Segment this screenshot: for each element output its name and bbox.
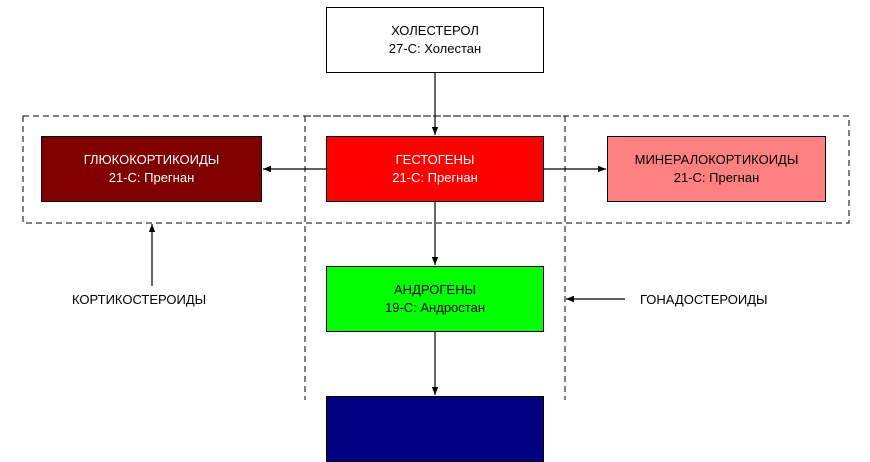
label-corticosteroids: КОРТИКОСТЕРОИДЫ — [72, 292, 207, 307]
node-cholesterol-name: ХОЛЕСТЕРОЛ — [391, 23, 479, 38]
node-gestagens: ГЕСТОГЕНЫ 21-С: Прегнан — [326, 136, 544, 202]
node-androgens-sub: 19-С: Андростан — [384, 300, 485, 315]
steroid-hierarchy-diagram: ХОЛЕСТЕРОЛ 27-С: Холестан ГЕСТОГЕНЫ 21-С… — [22, 7, 850, 462]
node-androgens-name: АНДРОГЕНЫ — [394, 282, 476, 297]
node-cholesterol-sub: 27-С: Холестан — [388, 41, 482, 56]
node-gestagens-name: ГЕСТОГЕНЫ — [395, 152, 475, 167]
node-mineralocorticoids: МИНЕРАЛОКОРТИКОИДЫ 21-С: Прегнан — [607, 136, 826, 202]
node-androgens: АНДРОГЕНЫ 19-С: Андростан — [326, 266, 544, 332]
node-glucocorticoids-name: ГЛЮКОКОРТИКОИДЫ — [83, 152, 220, 167]
node-mineralocorticoids-sub: 21-С: Прегнан — [673, 170, 760, 185]
node-gestagens-sub: 21-С: Прегнан — [392, 170, 478, 185]
label-gonadosteroids: ГОНАДОСТЕРОИДЫ — [640, 292, 768, 307]
node-glucocorticoids-sub: 21-С: Прегнан — [108, 170, 195, 185]
node-cholesterol: ХОЛЕСТЕРОЛ 27-С: Холестан — [326, 7, 544, 73]
node-glucocorticoids: ГЛЮКОКОРТИКОИДЫ 21-С: Прегнан — [41, 136, 262, 202]
node-estrogens — [326, 396, 544, 462]
node-mineralocorticoids-name: МИНЕРАЛОКОРТИКОИДЫ — [634, 152, 799, 167]
connectors-layer — [22, 73, 850, 400]
